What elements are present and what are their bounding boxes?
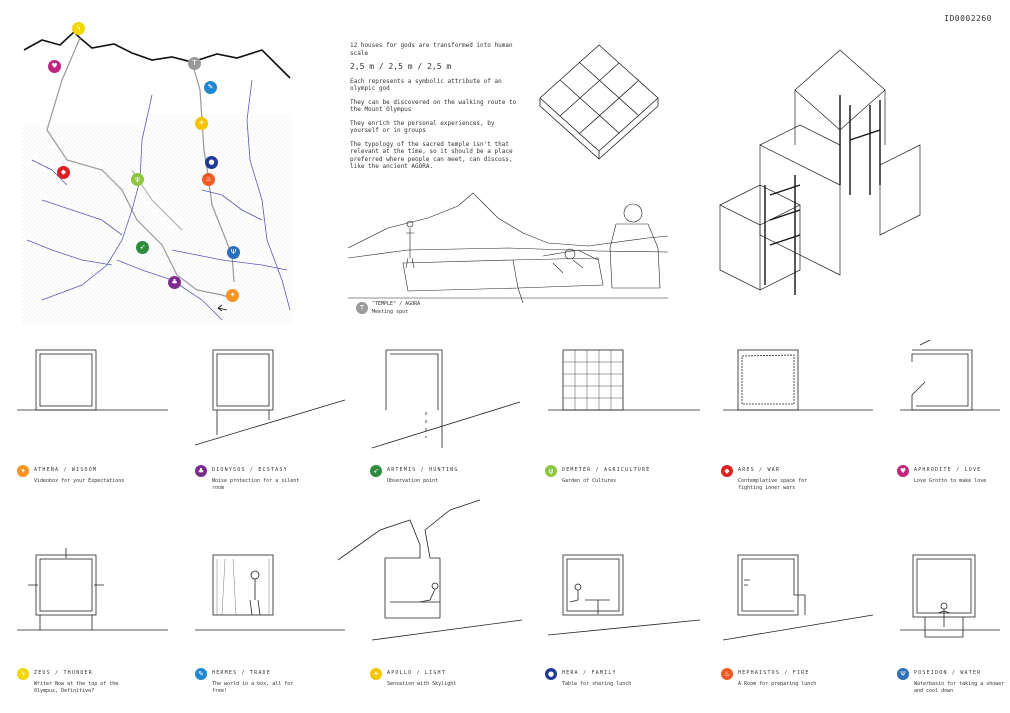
row2-sections xyxy=(17,499,1000,641)
god-caption: Ψ POSEIDON / WATER Waterbasin for taking a… xyxy=(897,668,1009,695)
trident-icon: Ψ xyxy=(897,668,909,680)
god-name: HERA / FAMILY xyxy=(562,670,617,676)
wing-icon: ✎ xyxy=(195,668,207,680)
owl-icon: ✦ xyxy=(17,465,29,477)
god-description: Waterbasin for taking a shower and cool … xyxy=(914,681,1005,694)
god-name: HERMES / TRADE xyxy=(212,670,271,676)
temple-name: "TEMPLE" / AGORA xyxy=(372,301,421,307)
sun-icon: ☀ xyxy=(370,668,382,680)
god-description: Love Grotto to make love xyxy=(914,478,987,484)
hephaistos-map-icon[interactable]: ♨ xyxy=(202,173,215,186)
bow-icon: ➶ xyxy=(370,465,382,477)
god-description: Garden of Cultures xyxy=(562,478,617,484)
demeter-map-icon[interactable]: ψ xyxy=(131,173,144,186)
heart-icon: ♥ xyxy=(897,465,909,477)
shield-icon: ◆ xyxy=(721,465,733,477)
god-description: Videobox for your Expectations xyxy=(34,478,125,484)
ares-map-icon[interactable]: ◆ xyxy=(57,166,70,179)
intro-p1: 12 houses for gods are transformed into … xyxy=(350,42,513,57)
god-caption: ϟ ZEUS / THUNDER Writer Now at the top of … xyxy=(17,668,129,695)
zeus-map-icon[interactable]: ϟ xyxy=(72,22,85,35)
fire-icon: ♨ xyxy=(721,668,733,680)
god-name: APOLLO / LIGHT xyxy=(387,670,446,676)
god-description: Contemplative space for fighting inner w… xyxy=(738,478,808,491)
temple-label: T "TEMPLE" / AGORA Meeting spot xyxy=(356,300,421,316)
athena-map-icon[interactable]: ✦ xyxy=(226,289,239,302)
isometric-grid-drawing xyxy=(535,40,665,169)
aphrodite-map-icon[interactable]: ♥ xyxy=(48,60,61,73)
wheat-icon: ψ xyxy=(545,465,557,477)
god-caption: ♥ APHRODITE / LOVE Love Grotto to make lov… xyxy=(897,465,1009,485)
god-caption: ♣ DIONYSOS / ECSTASY Noise protection for … xyxy=(195,465,307,492)
intro-p5: The typology of the sacred temple isn't … xyxy=(350,140,513,171)
god-caption: ♨ HEPHAISTOS / FIRE A Room for preparing l… xyxy=(721,668,833,688)
agora-perspective-sketch xyxy=(347,188,669,307)
lightning-icon: ϟ xyxy=(17,668,29,680)
peacock-icon: ● xyxy=(545,668,557,680)
god-description: A Room for preparing lunch xyxy=(738,681,817,687)
hera-map-icon[interactable]: ● xyxy=(205,156,218,169)
god-name: ARES / WAR xyxy=(738,467,781,473)
god-name: POSEIDON / WATER xyxy=(914,670,982,676)
god-description: Noise protection for a silent room xyxy=(212,478,300,491)
temple-desc: Meeting spot xyxy=(372,309,409,315)
god-name: APHRODITE / LOVE xyxy=(914,467,982,473)
intro-p4: They enrich the personal experiences, by… xyxy=(350,119,495,135)
artemis-map-icon[interactable]: ➶ xyxy=(136,241,149,254)
intro-p2: Each represents a symbolic attribute of … xyxy=(350,77,502,93)
intro-p3: They can be discovered on the walking ro… xyxy=(350,98,517,114)
god-caption: ◆ ARES / WAR Contemplative space for fight… xyxy=(721,465,833,492)
route-map: ϟ ♥ T ✎ ☀ ● ♨ ◆ ψ ➶ Ψ ♣ ✦ xyxy=(22,20,292,325)
god-name: ATHENA / WISDOM xyxy=(34,467,98,473)
god-name: ZEUS / THUNDER xyxy=(34,670,93,676)
god-caption: ● HERA / FAMILY Table for sharing lunch xyxy=(545,668,657,688)
hermes-map-icon[interactable]: ✎ xyxy=(204,81,217,94)
temple-map-icon[interactable]: T xyxy=(188,57,201,70)
god-name: HEPHAISTOS / FIRE xyxy=(738,670,810,676)
grape-icon: ♣ xyxy=(195,465,207,477)
drawing-id: ID0002260 xyxy=(944,14,992,23)
intro-dimensions: 2,5 m / 2,5 m / 2,5 m xyxy=(350,62,452,71)
god-caption: ψ DEMETER / AGRICULTURE Garden of Cultures xyxy=(545,465,657,485)
intro-text: 12 houses for gods are transformed into … xyxy=(350,42,525,177)
row1-sections xyxy=(17,340,1000,449)
god-name: DEMETER / AGRICULTURE xyxy=(562,467,651,473)
isometric-house-drawing xyxy=(700,45,940,309)
god-caption: ✎ HERMES / TRADE The world in a box, all f… xyxy=(195,668,307,695)
god-description: The world in a box, all for free! xyxy=(212,681,294,694)
temple-icon: T xyxy=(356,302,368,314)
god-name: DIONYSOS / ECSTASY xyxy=(212,467,288,473)
god-description: Writer Now at the top of the Olympus, De… xyxy=(34,681,119,694)
god-description: Observation point xyxy=(387,478,439,484)
poseidon-map-icon[interactable]: Ψ xyxy=(227,246,240,259)
god-caption: ✦ ATHENA / WISDOM Videobox for your Expect… xyxy=(17,465,129,485)
god-description: Table for sharing lunch xyxy=(562,681,632,687)
apollo-map-icon[interactable]: ☀ xyxy=(195,117,208,130)
god-name: ARTEMIS / HUNTING xyxy=(387,467,459,473)
god-caption: ☀ APOLLO / LIGHT Sensation with Skylight xyxy=(370,668,482,688)
god-caption: ➶ ARTEMIS / HUNTING Observation point xyxy=(370,465,482,485)
god-description: Sensation with Skylight xyxy=(387,681,457,687)
dionysos-map-icon[interactable]: ♣ xyxy=(168,276,181,289)
